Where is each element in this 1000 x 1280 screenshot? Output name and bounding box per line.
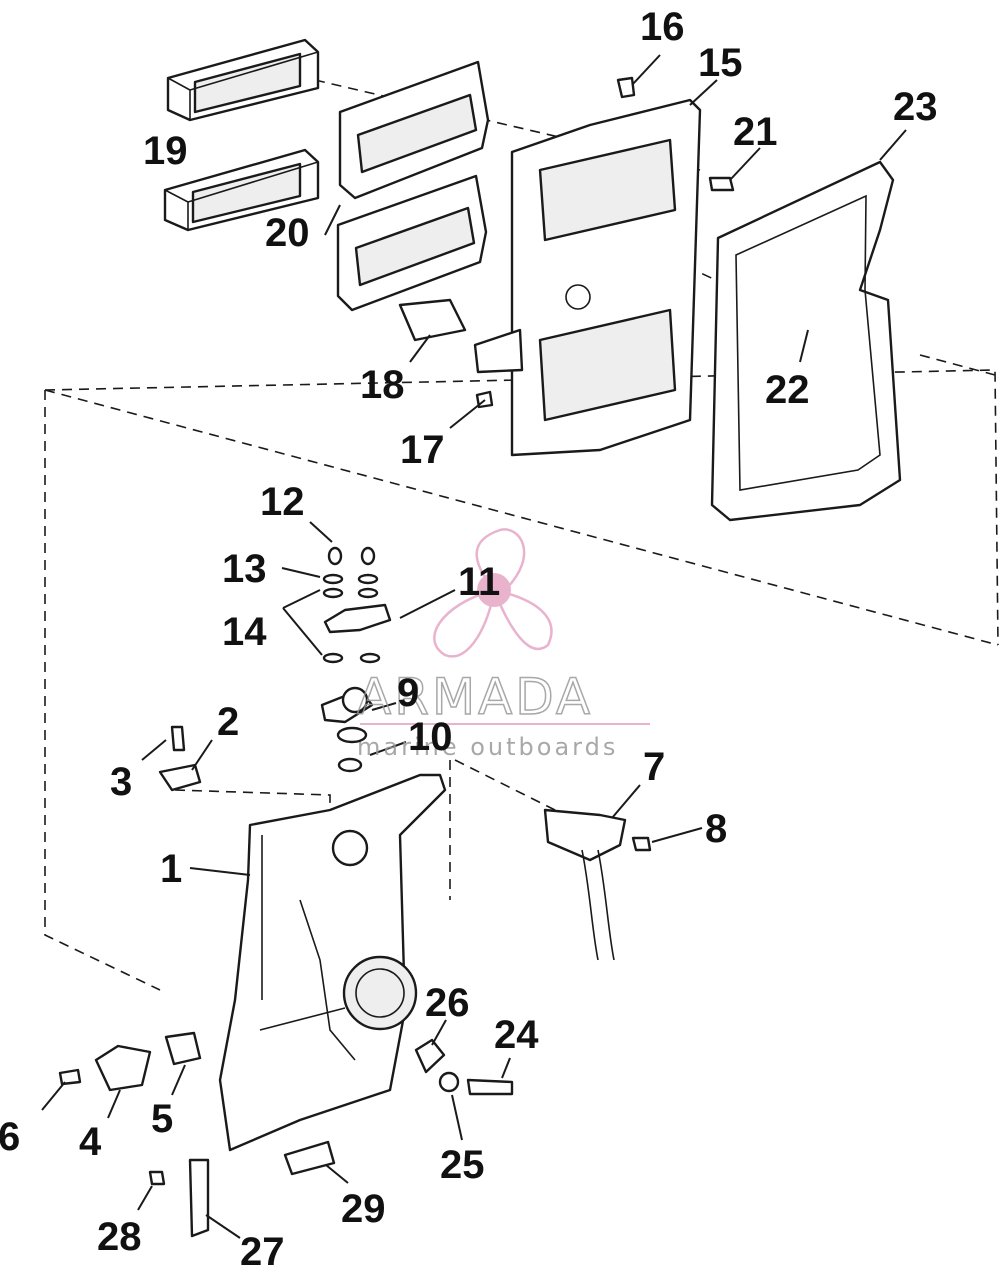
callout-3: 3 [110, 760, 132, 804]
screw-3 [170, 725, 186, 752]
callout-labels: 16 15 21 23 19 20 18 22 17 12 13 11 14 9… [0, 5, 938, 1274]
callout-4: 4 [79, 1120, 102, 1164]
callout-8: 8 [705, 807, 727, 851]
crank-sensor [543, 808, 627, 961]
callout-18: 18 [360, 363, 405, 407]
screw-8 [631, 836, 652, 852]
bracket-2 [158, 763, 202, 792]
callout-28: 28 [97, 1215, 142, 1259]
screw-21 [708, 176, 735, 192]
reed-valve-lower [163, 148, 320, 232]
leader-lines [41, 54, 907, 1239]
callout-7: 7 [643, 745, 665, 789]
callout-10: 10 [408, 715, 453, 759]
callout-15: 15 [698, 41, 743, 85]
watermark-brand: ARMADA [357, 668, 593, 726]
watermark-tagline: marine outboards [357, 733, 618, 761]
sensor-4 [94, 1044, 152, 1092]
callout-5: 5 [151, 1097, 173, 1141]
callout-25: 25 [440, 1143, 485, 1187]
gasket-5 [164, 1031, 202, 1066]
callout-13: 13 [222, 547, 267, 591]
callout-11: 11 [458, 560, 500, 604]
throttle-body [218, 773, 447, 1152]
watermark-logo: ARMADA marine outboards [356, 528, 650, 761]
callout-6: 6 [0, 1115, 20, 1159]
position-sensor [320, 686, 374, 773]
propeller-icon [433, 528, 553, 658]
reed-plate [473, 98, 702, 457]
callout-12: 12 [260, 480, 305, 524]
clamp-26 [414, 1038, 446, 1074]
callout-21: 21 [733, 110, 778, 154]
callout-24: 24 [494, 1013, 539, 1057]
callout-19: 19 [143, 129, 188, 173]
fitting-16 [616, 76, 636, 99]
callout-22: 22 [765, 368, 810, 412]
callout-1: 1 [160, 847, 182, 891]
screw-28 [148, 1170, 166, 1186]
sensor-bracket [323, 603, 392, 634]
bushing-18 [398, 298, 467, 342]
clamp-29 [283, 1140, 336, 1176]
callout-17: 17 [400, 428, 445, 472]
strap-27 [188, 1158, 210, 1238]
callout-2: 2 [217, 700, 239, 744]
screw-6 [58, 1068, 82, 1086]
callout-16: 16 [640, 5, 685, 49]
callout-20: 20 [265, 211, 310, 255]
throttle-body-dashed-line [44, 79, 999, 900]
washer-25 [438, 1071, 460, 1093]
callout-27: 27 [240, 1230, 285, 1274]
bolt-24 [466, 1078, 514, 1096]
callout-14: 14 [222, 610, 267, 654]
callout-26: 26 [425, 981, 470, 1025]
reed-valve-upper [166, 38, 320, 122]
reed-gasket-upper [338, 60, 490, 200]
callout-23: 23 [893, 85, 938, 129]
assembly-outline-dashed [44, 354, 999, 991]
reed-gasket-lower [336, 174, 488, 312]
washer-stack [322, 546, 381, 664]
callout-9: 9 [397, 671, 419, 715]
propeller-hub [477, 573, 511, 607]
callout-29: 29 [341, 1187, 386, 1231]
